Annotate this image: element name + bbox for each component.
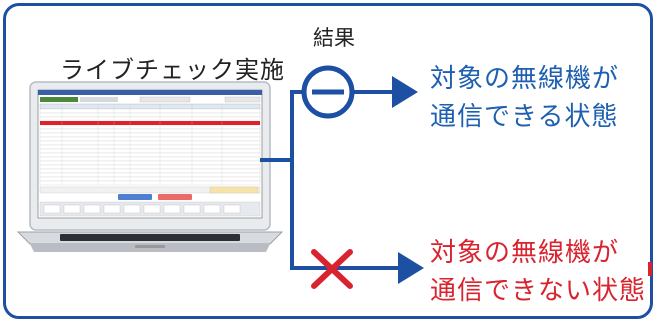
arrow-right-icon xyxy=(392,76,418,108)
red-cross-icon xyxy=(311,249,353,289)
ok-outcome-line2: 通信できる状態 xyxy=(430,102,619,132)
ok-outcome-line1: 対象の無線機が xyxy=(430,64,620,94)
arrow-right-icon xyxy=(398,252,424,284)
laptop-illustration xyxy=(16,81,284,252)
minus-circle-icon xyxy=(301,65,355,119)
ng-outcome-line1: 対象の無線機が xyxy=(430,238,620,268)
connector-lines xyxy=(260,90,402,270)
ng-outcome-line2: 通信できない状態 xyxy=(430,276,647,306)
source-label: ライブチェック実施 xyxy=(60,56,285,84)
result-label: 結果 xyxy=(313,26,355,50)
red-edge-mark xyxy=(648,262,652,276)
